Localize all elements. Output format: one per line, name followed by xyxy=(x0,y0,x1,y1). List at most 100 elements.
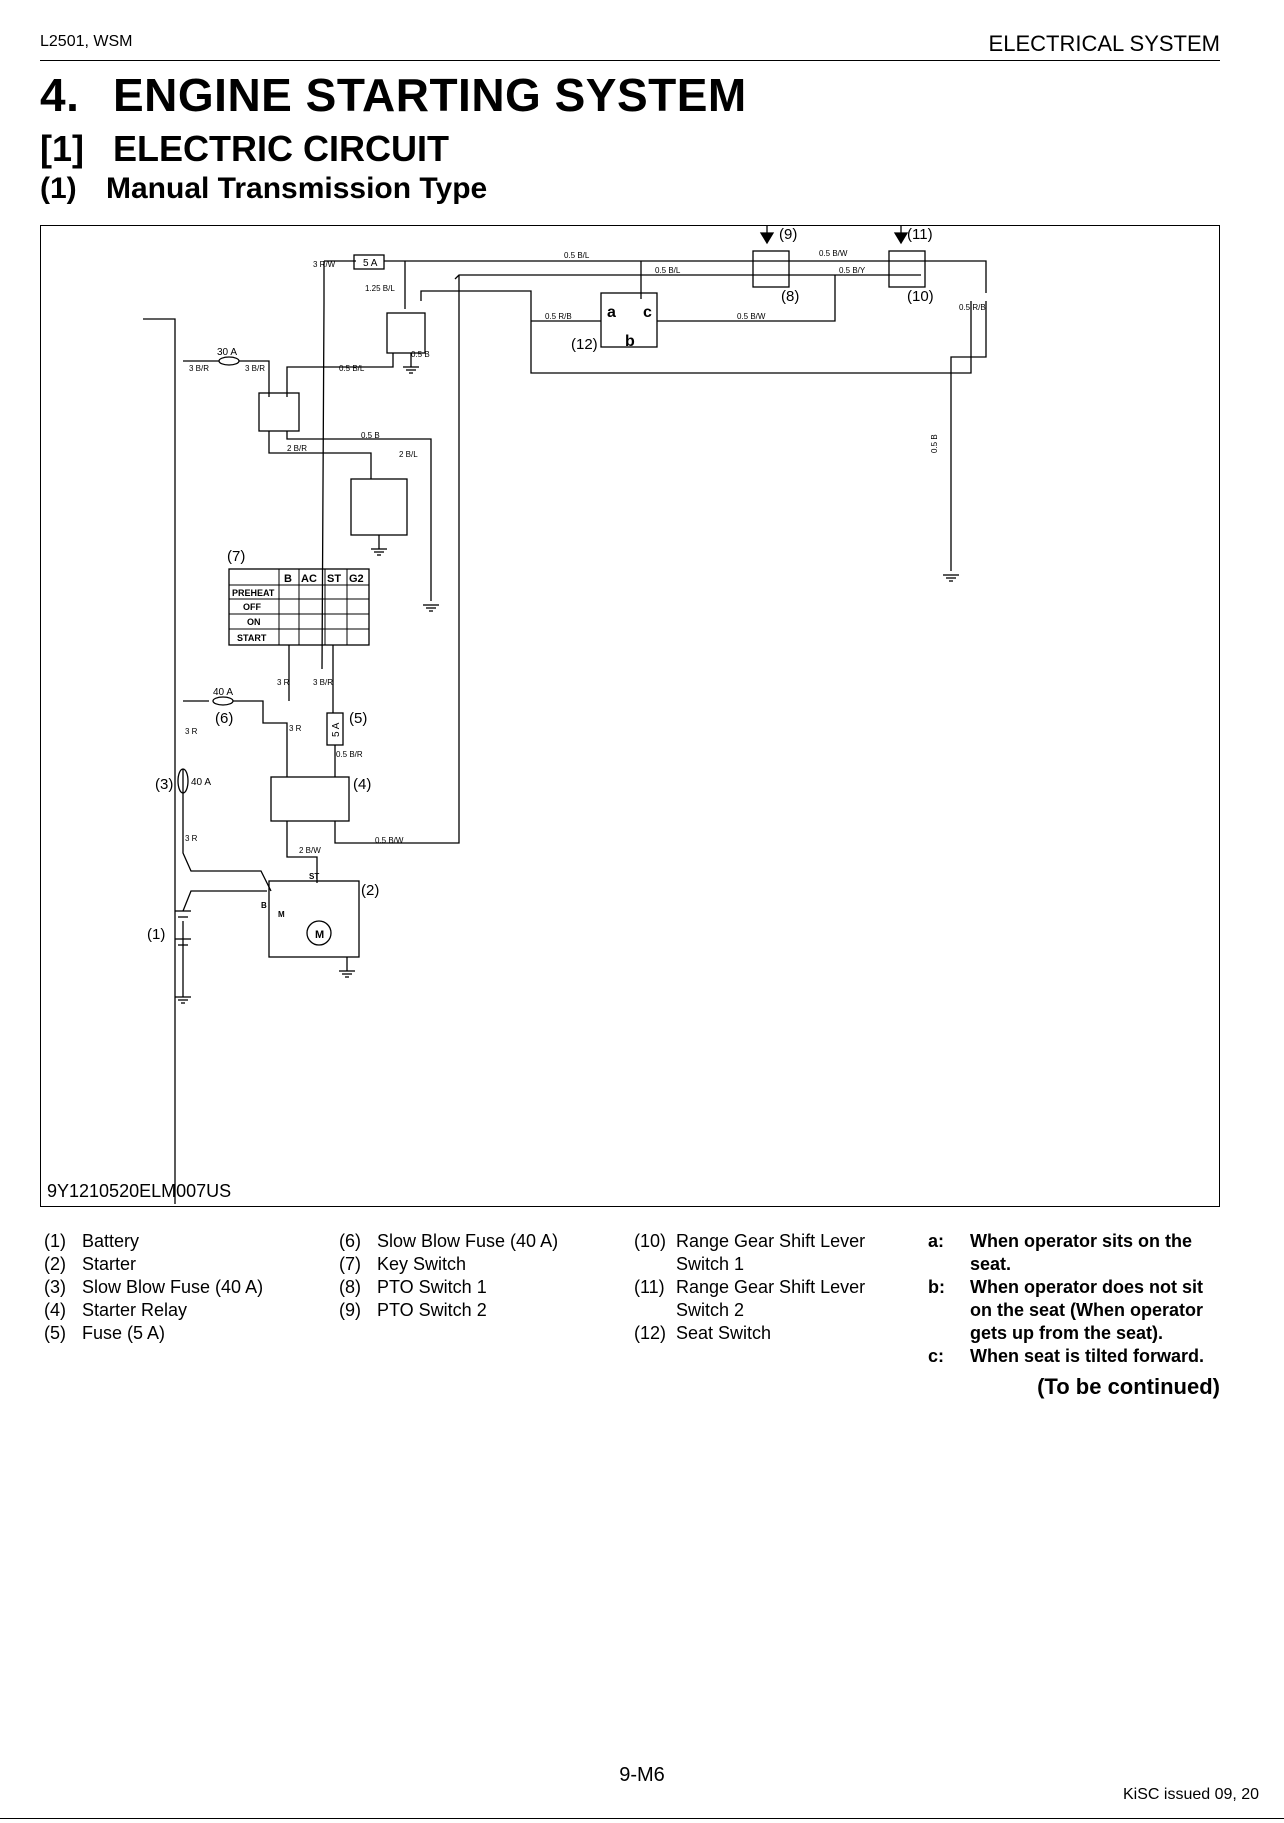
key-row-start: START xyxy=(237,633,267,643)
legend-num xyxy=(928,1253,970,1276)
key-col-ac: AC xyxy=(301,573,317,585)
wire-pto-right xyxy=(971,260,987,293)
circuit-svg: 3 R/W 5 A 0.5 B/L 0.5 B/L 0.5 B/W 0.5 B/… xyxy=(143,226,987,1204)
legend-text: PTO Switch 1 xyxy=(377,1277,487,1297)
legend-item: (4)Starter Relay xyxy=(44,1299,263,1322)
legend-text: Switch 2 xyxy=(676,1300,745,1320)
legend-num: (7) xyxy=(339,1254,361,1274)
legend-num: (1) xyxy=(44,1231,66,1251)
legend-num: (8) xyxy=(339,1277,361,1297)
callout-9: (9) xyxy=(779,226,797,243)
legend-column-1: (1) Battery (2)Starter (3)Slow Blow Fuse … xyxy=(44,1230,263,1345)
page-number: 9-M6 xyxy=(619,1764,665,1786)
label-05by: 0.5 B/Y xyxy=(839,266,866,275)
label-05b-relay: 0.5 B xyxy=(411,350,430,359)
section-title-text: ELECTRIC CIRCUIT xyxy=(113,128,449,169)
legend-text: on the seat (When operator xyxy=(970,1300,1204,1320)
legend-item: seat. xyxy=(928,1253,1228,1276)
key-row-on: ON xyxy=(247,617,261,627)
label-05bl-top: 0.5 B/L xyxy=(564,251,590,260)
footer-rule xyxy=(0,1818,1284,1819)
seat-switch-box xyxy=(600,292,658,348)
label-fuse30: 30 A xyxy=(217,347,237,358)
label-3r-b: 3 R xyxy=(185,727,198,736)
label-3br-a: 3 B/R xyxy=(189,364,209,373)
legend-text: Key Switch xyxy=(377,1254,467,1274)
legend-item: c: When seat is tilted forward. xyxy=(928,1345,1228,1368)
legend-text: Fuse (5 A) xyxy=(82,1323,166,1343)
legend-num: (12) xyxy=(634,1323,667,1343)
label-2bl: 2 B/L xyxy=(399,450,418,459)
starter-motor xyxy=(306,920,332,946)
legend-text: When operator sits on the xyxy=(970,1231,1193,1251)
legend-text: Range Gear Shift Lever xyxy=(676,1277,866,1297)
legend-num: (6) xyxy=(339,1231,361,1251)
range-switch-2-box xyxy=(888,250,926,288)
legend-text: Battery xyxy=(82,1231,140,1251)
legend-text: seat. xyxy=(970,1254,1012,1274)
legend-column-2: (6)Slow Blow Fuse (40 A) (7) Key Switch (… xyxy=(339,1230,558,1322)
label-3br-b: 3 B/R xyxy=(245,364,265,373)
wire-battery-pos xyxy=(182,890,267,912)
ground-symbol-right xyxy=(943,574,959,582)
seat-contact-c: c xyxy=(643,304,652,321)
wire-05b-mid xyxy=(286,431,432,601)
label-05bl-mid: 0.5 B/L xyxy=(339,364,365,373)
subsection-title-text: Manual Transmission Type xyxy=(106,172,488,205)
legend-item: (10)Range Gear Shift Lever xyxy=(634,1230,865,1253)
legend-num: (11) xyxy=(634,1277,665,1297)
label-05bl-2: 0.5 B/L xyxy=(655,266,681,275)
label-2br: 2 B/R xyxy=(287,444,307,453)
callout-4: (4) xyxy=(353,776,371,793)
section-title: [1] ELECTRIC CIRCUIT xyxy=(40,128,449,170)
label-05rb-right: 0.5 R/B xyxy=(959,303,986,312)
wire-05bl-mid xyxy=(286,353,394,397)
legend-text: Switch 1 xyxy=(676,1254,745,1274)
legend-item: (3)Slow Blow Fuse (40 A) xyxy=(44,1276,263,1299)
label-05bw-seat: 0.5 B/W xyxy=(737,312,766,321)
chapter-title: 4. ENGINE STARTING SYSTEM xyxy=(40,68,747,122)
legend-item: b:When operator does not sit xyxy=(928,1276,1228,1299)
legend-text: PTO Switch 2 xyxy=(377,1300,487,1320)
legend-num: c: xyxy=(928,1346,945,1366)
callout-12: (12) xyxy=(571,336,598,353)
wire-05bw-bot xyxy=(334,275,460,844)
label-05b-vert: 0.5 B xyxy=(930,434,939,453)
key-row-preheat: PREHEAT xyxy=(232,588,275,598)
wire-125bl xyxy=(420,290,972,374)
header-rule xyxy=(40,60,1220,61)
legend-num xyxy=(928,1299,970,1322)
legend-item: (12) Seat Switch xyxy=(634,1322,865,1345)
label-2bw: 2 B/W xyxy=(299,846,321,855)
figure-id: 9Y1210520ELM007US xyxy=(47,1181,232,1201)
label-3rw: 3 R/W xyxy=(313,260,336,269)
label-05b-mid: 0.5 B xyxy=(361,431,380,440)
legend-text: Starter xyxy=(82,1254,137,1274)
chapter-title-text: ENGINE STARTING SYSTEM xyxy=(113,69,747,121)
label-fuse-top: 5 A xyxy=(363,258,378,269)
legend-num: (5) xyxy=(44,1323,66,1343)
label-fuse40-6: 40 A xyxy=(213,687,233,698)
legend-text: When seat is tilted forward. xyxy=(970,1346,1205,1366)
label-fuse5-5: 5 A xyxy=(331,722,342,737)
key-col-g2: G2 xyxy=(349,573,364,585)
ground-symbol-battery xyxy=(175,996,191,1004)
section-number: [1] xyxy=(40,128,84,169)
label-05bw-bot: 0.5 B/W xyxy=(375,836,404,845)
legend-item: (11) Range Gear Shift Lever xyxy=(634,1276,865,1299)
legend-item: (2)Starter xyxy=(44,1253,263,1276)
ground-symbol-relay xyxy=(403,366,419,374)
subsection-number: (1) xyxy=(40,172,77,205)
label-3r-d: 3 R xyxy=(185,834,198,843)
pto-switch-1-box xyxy=(752,250,790,288)
battery-cells xyxy=(175,910,191,946)
label-05rb-seat: 0.5 R/B xyxy=(545,312,572,321)
legend-item: (6)Slow Blow Fuse (40 A) xyxy=(339,1230,558,1253)
legend-text: Seat Switch xyxy=(676,1323,772,1343)
wire-seat-c xyxy=(657,275,836,322)
label-05bw-top: 0.5 B/W xyxy=(819,249,848,258)
legend-num: (4) xyxy=(44,1300,66,1320)
chapter-number: 4. xyxy=(40,69,80,121)
label-3r-c: 3 R xyxy=(289,724,302,733)
callout-5: (5) xyxy=(349,710,367,727)
